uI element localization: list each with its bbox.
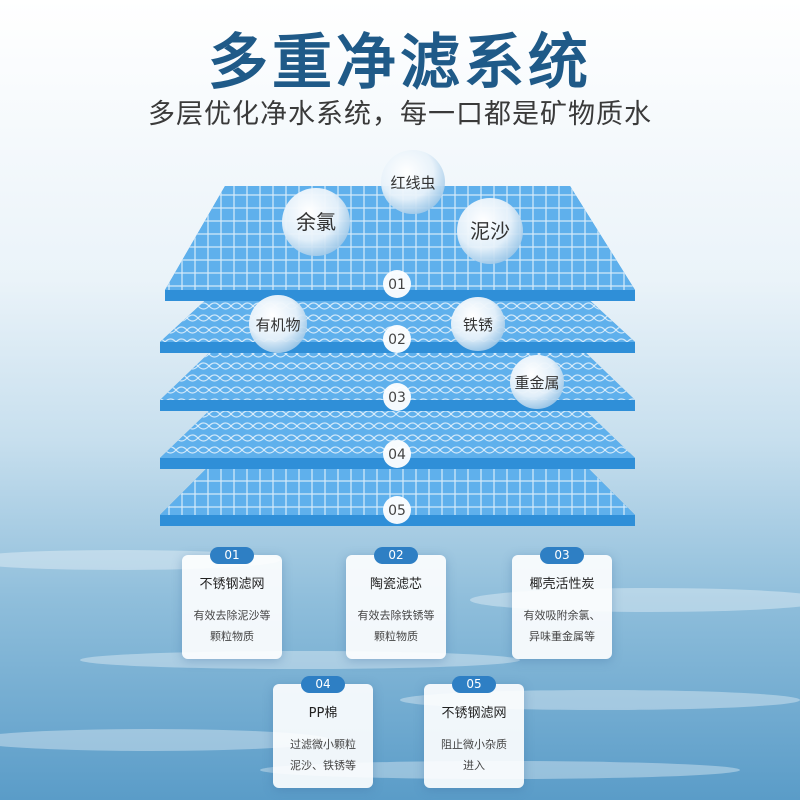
svg-text:03: 03 xyxy=(388,390,406,406)
svg-text:泥沙: 泥沙 xyxy=(470,219,510,243)
card-description: 阻止微小杂质进入 xyxy=(441,738,507,772)
card-number-badge: 03 xyxy=(540,547,584,564)
card-title: 椰壳活性炭 xyxy=(529,577,595,592)
bubble-red-worm: 红线虫 xyxy=(381,150,445,214)
card-title: 不锈钢滤网 xyxy=(199,577,265,592)
layer-number-05: 05 xyxy=(383,496,411,524)
card-description: 有效去除铁锈等颗粒物质 xyxy=(357,609,435,643)
card-title: PP棉 xyxy=(308,706,338,721)
filter-layer-04 xyxy=(160,410,635,469)
bubble-heavy-metals: 重金属 xyxy=(510,355,564,409)
layer-number-01: 01 xyxy=(383,270,411,298)
layer-number-04: 04 xyxy=(383,440,411,468)
layer-number-03: 03 xyxy=(383,383,411,411)
card-number-badge: 02 xyxy=(374,547,418,564)
svg-text:余氯: 余氯 xyxy=(296,210,336,234)
card-description: 有效去除泥沙等颗粒物质 xyxy=(193,609,271,643)
filter-card-04: 04 PP棉 过滤微小颗粒泥沙、铁锈等 xyxy=(273,676,373,788)
card-description: 有效吸附余氯、异味重金属等 xyxy=(523,609,601,643)
card-title: 不锈钢滤网 xyxy=(441,706,507,721)
filter-card-01: 01 不锈钢滤网 有效去除泥沙等颗粒物质 xyxy=(182,547,282,659)
bubble-residual-chlorine: 余氯 xyxy=(282,188,350,256)
svg-text:01: 01 xyxy=(388,277,406,293)
card-number-badge: 04 xyxy=(301,676,345,693)
bubble-organic-matter: 有机物 xyxy=(249,295,307,353)
svg-text:重金属: 重金属 xyxy=(514,374,559,392)
svg-text:04: 04 xyxy=(388,447,406,463)
card-number-badge: 05 xyxy=(452,676,496,693)
bubble-sediment: 泥沙 xyxy=(457,198,523,264)
card-description: 过滤微小颗粒泥沙、铁锈等 xyxy=(290,738,356,772)
card-number-badge: 01 xyxy=(210,547,254,564)
svg-text:红线虫: 红线虫 xyxy=(390,174,435,192)
filter-card-05: 05 不锈钢滤网 阻止微小杂质进入 xyxy=(424,676,524,788)
svg-text:铁锈: 铁锈 xyxy=(463,316,493,334)
filter-card-02: 02 陶瓷滤芯 有效去除铁锈等颗粒物质 xyxy=(346,547,446,659)
filter-card-03: 03 椰壳活性炭 有效吸附余氯、异味重金属等 xyxy=(512,547,612,659)
layer-number-02: 02 xyxy=(383,325,411,353)
page-title: 多重净滤系统 xyxy=(208,28,592,98)
page-subtitle: 多层优化净水系统，每一口都是矿物质水 xyxy=(148,99,652,130)
svg-text:05: 05 xyxy=(388,503,406,519)
svg-text:02: 02 xyxy=(388,332,406,348)
bubble-rust: 铁锈 xyxy=(451,297,505,351)
filter-layer-05 xyxy=(160,465,635,526)
card-title: 陶瓷滤芯 xyxy=(369,577,422,592)
svg-text:有机物: 有机物 xyxy=(255,316,300,334)
